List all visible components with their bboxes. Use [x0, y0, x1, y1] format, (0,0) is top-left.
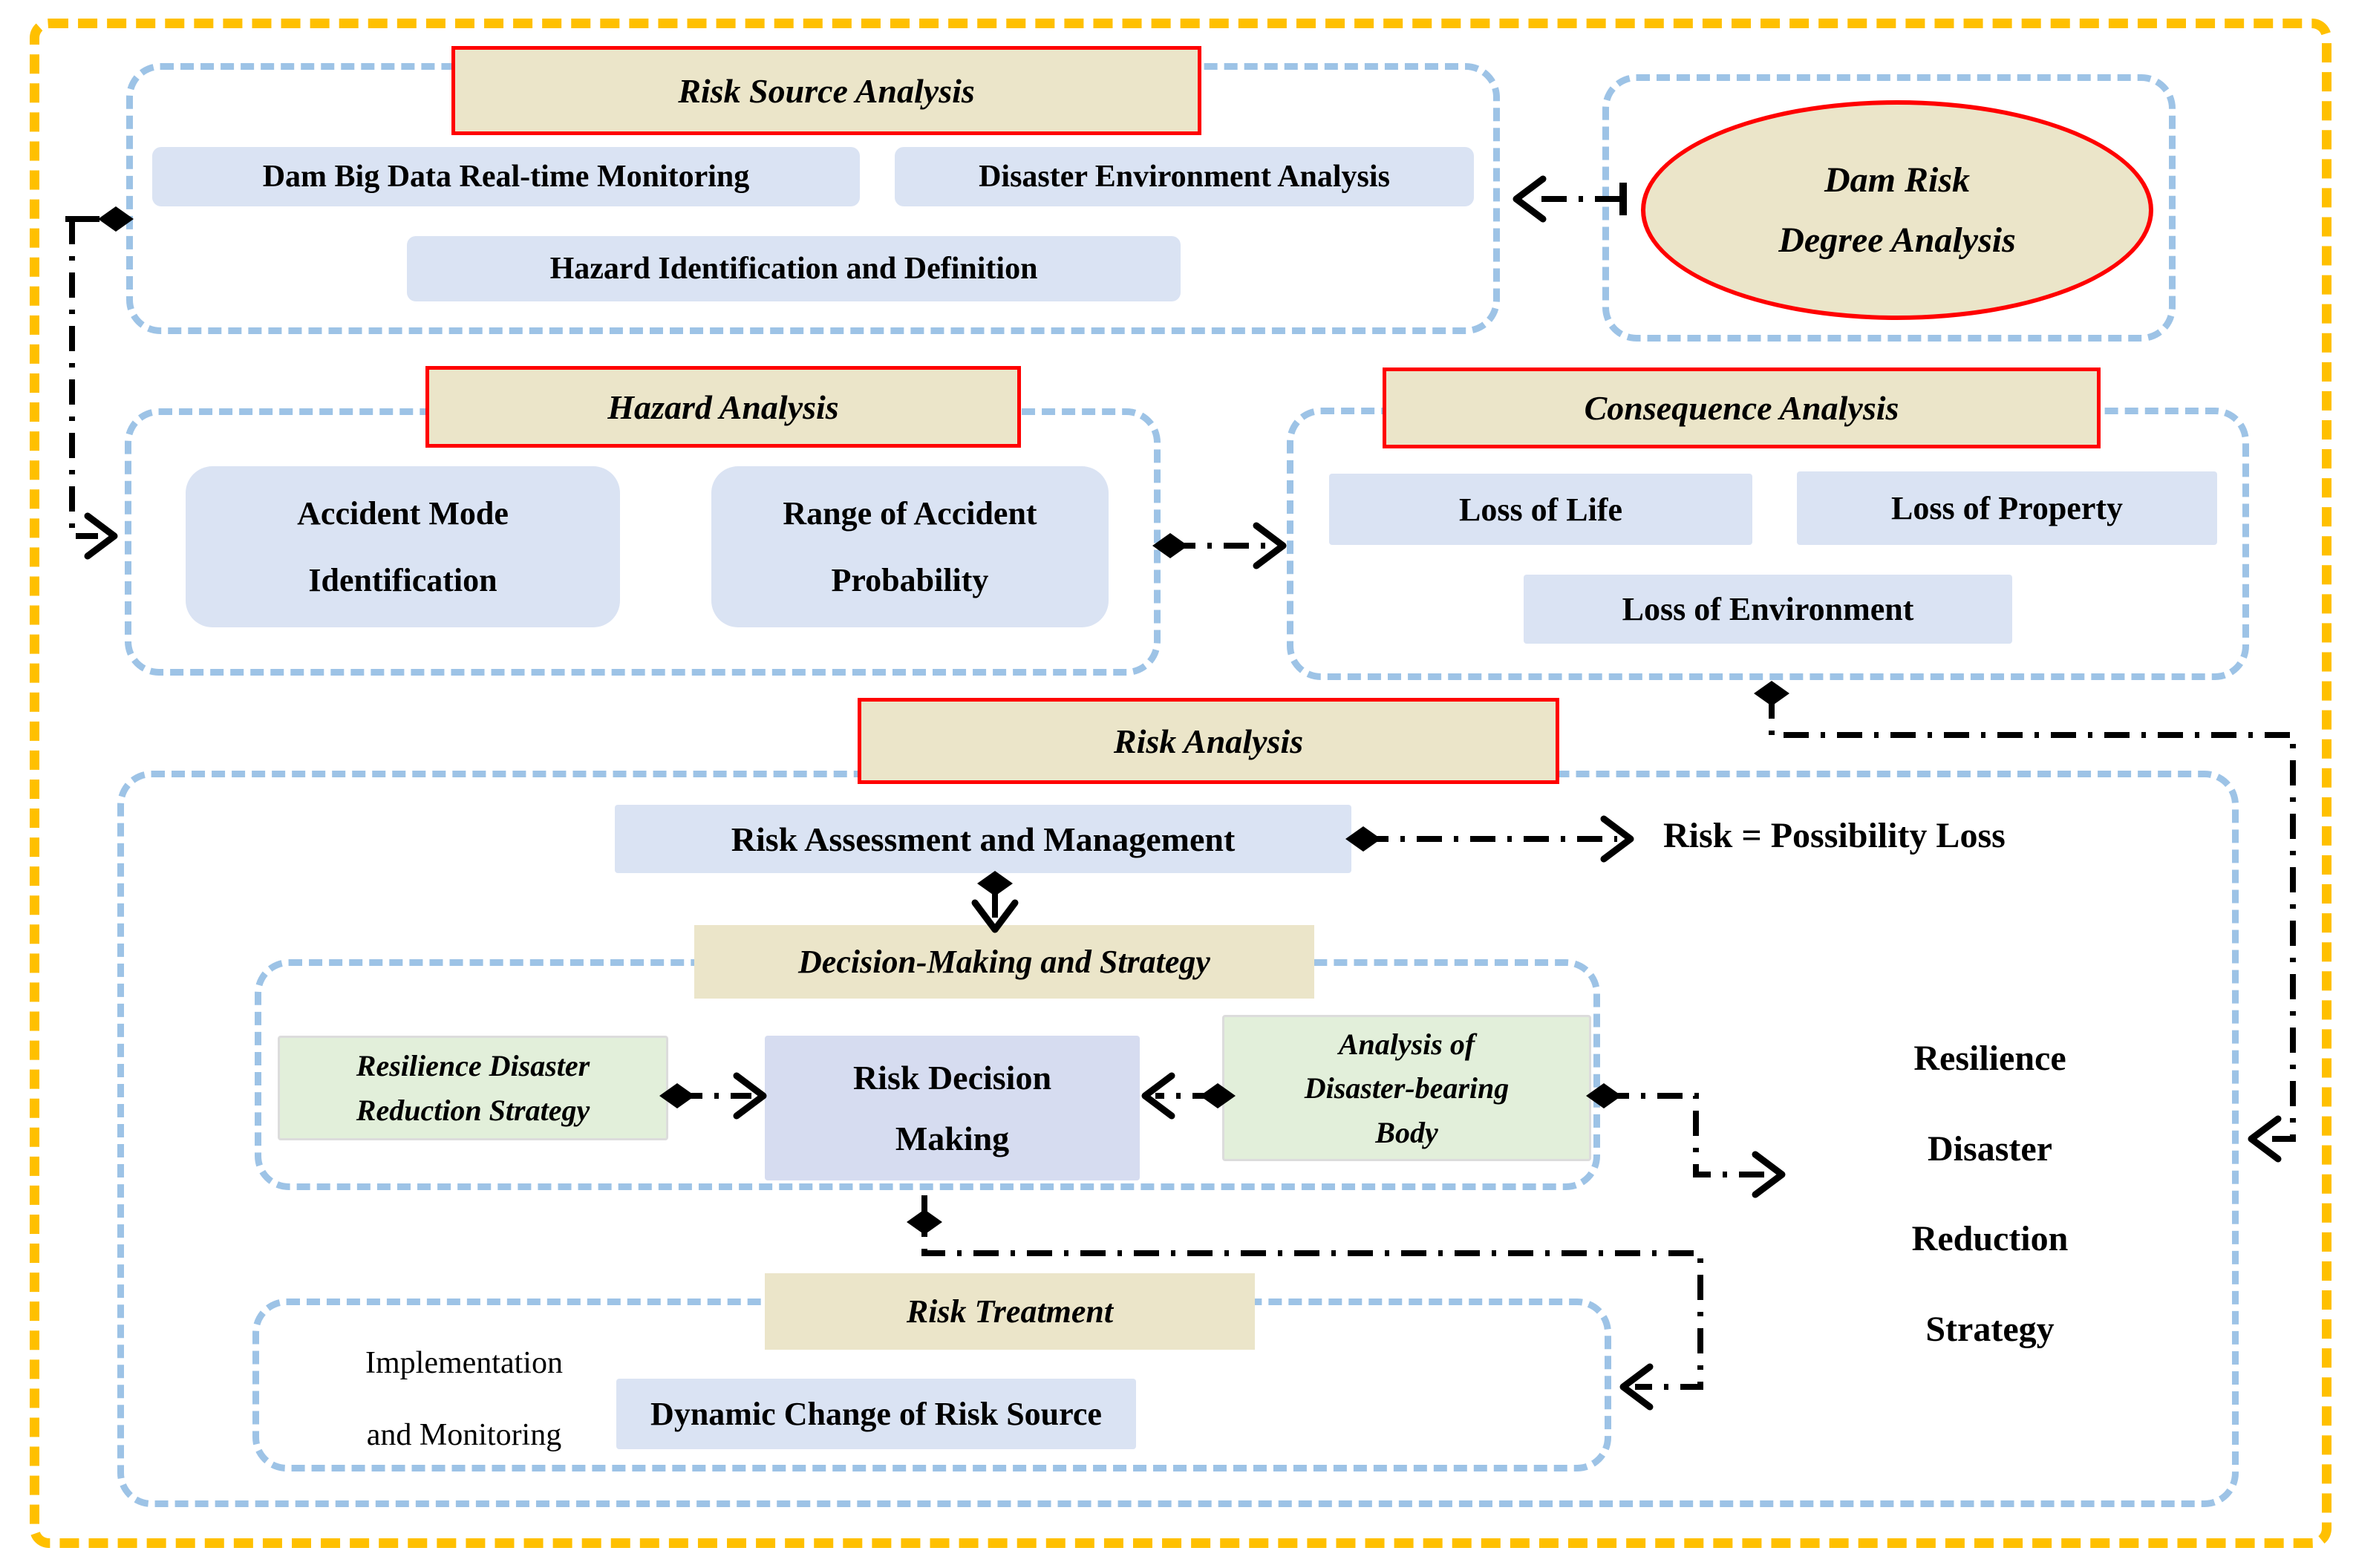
- implementation-line1: Implementation: [365, 1346, 563, 1380]
- outer-frame-border: [30, 19, 2331, 1548]
- analysis-body-line2: Disaster-bearing: [1304, 1071, 1510, 1105]
- accident-mode-line2: Identification: [308, 561, 497, 598]
- outcome-line-resilience: Resilience: [1913, 1039, 2066, 1078]
- hazard-identification-label: Hazard Identification and Definition: [549, 252, 1038, 286]
- decision-title-label: Decision-Making and Strategy: [798, 944, 1210, 980]
- risk-source-title-label: Risk Source Analysis: [678, 71, 975, 110]
- dam-risk-container: [1602, 74, 2176, 342]
- implementation-monitoring-text: Implementation and Monitoring: [301, 1345, 627, 1453]
- accident-mode-line1: Accident Mode: [297, 495, 509, 532]
- hazard-title: Hazard Analysis: [425, 366, 1021, 448]
- outcome-line-strategy: Strategy: [1925, 1309, 2055, 1349]
- risk-analysis-title-label: Risk Analysis: [1113, 722, 1304, 760]
- treatment-title-label: Risk Treatment: [906, 1293, 1114, 1330]
- loss-of-property-label: Loss of Property: [1890, 490, 2124, 526]
- risk-source-title: Risk Source Analysis: [451, 46, 1201, 135]
- risk-decision-line1: Risk Decision: [852, 1058, 1052, 1097]
- outcome-line-disaster: Disaster: [1928, 1128, 2052, 1169]
- dam-big-data-monitoring-label: Dam Big Data Real-time Monitoring: [262, 160, 750, 194]
- consequence-title: Consequence Analysis: [1383, 368, 2101, 448]
- implementation-line2: and Monitoring: [366, 1418, 562, 1452]
- dam-risk-line1: Dam Risk: [1824, 160, 1971, 200]
- risk-formula-label: Risk = Possibility Loss: [1663, 816, 2006, 855]
- risk-formula-text: Risk = Possibility Loss: [1663, 815, 2006, 856]
- accident-mode-box: Accident Mode Identification: [186, 466, 620, 627]
- decision-title: Decision-Making and Strategy: [694, 925, 1314, 999]
- dynamic-change-label: Dynamic Change of Risk Source: [650, 1396, 1102, 1432]
- hazard-title-label: Hazard Analysis: [607, 388, 839, 426]
- loss-of-environment-box: Loss of Environment: [1524, 575, 2012, 644]
- range-probability-line1: Range of Accident: [783, 495, 1037, 532]
- loss-of-environment-label: Loss of Environment: [1622, 591, 1914, 627]
- dam-big-data-monitoring-box: Dam Big Data Real-time Monitoring: [152, 147, 860, 206]
- loss-of-life-box: Loss of Life: [1329, 474, 1752, 545]
- risk-analysis-title: Risk Analysis: [858, 698, 1559, 784]
- analysis-disaster-bearing-box: Analysis of Disaster-bearing Body: [1222, 1015, 1591, 1161]
- risk-decision-making-box: Risk Decision Making: [765, 1036, 1140, 1180]
- disaster-environment-box: Disaster Environment Analysis: [895, 147, 1474, 206]
- dam-risk-ellipse: Dam Risk Degree Analysis: [1641, 100, 2153, 320]
- treatment-title: Risk Treatment: [765, 1273, 1255, 1350]
- risk-assessment-box: Risk Assessment and Management: [615, 805, 1351, 873]
- resilience-strategy-box: Resilience Disaster Reduction Strategy: [278, 1036, 668, 1140]
- range-probability-box: Range of Accident Probability: [711, 466, 1109, 627]
- dynamic-change-box: Dynamic Change of Risk Source: [616, 1379, 1136, 1449]
- hazard-identification-box: Hazard Identification and Definition: [407, 236, 1181, 301]
- resilience-strategy-line2: Reduction Strategy: [356, 1094, 590, 1128]
- loss-of-property-box: Loss of Property: [1797, 471, 2217, 545]
- dam-risk-line2: Degree Analysis: [1778, 220, 2016, 260]
- analysis-body-line1: Analysis of: [1338, 1027, 1475, 1061]
- analysis-body-line3: Body: [1375, 1115, 1438, 1149]
- risk-assessment-label: Risk Assessment and Management: [731, 820, 1236, 858]
- resilience-strategy-line1: Resilience Disaster: [356, 1048, 590, 1082]
- outcome-text-block: Resilience Disaster Reduction Strategy: [1823, 1038, 2157, 1350]
- risk-decision-line2: Making: [895, 1120, 1010, 1158]
- consequence-title-label: Consequence Analysis: [1584, 389, 1899, 427]
- outcome-line-reduction: Reduction: [1911, 1219, 2069, 1259]
- range-probability-line2: Probability: [831, 561, 989, 598]
- loss-of-life-label: Loss of Life: [1459, 491, 1622, 528]
- disaster-environment-label: Disaster Environment Analysis: [979, 160, 1390, 194]
